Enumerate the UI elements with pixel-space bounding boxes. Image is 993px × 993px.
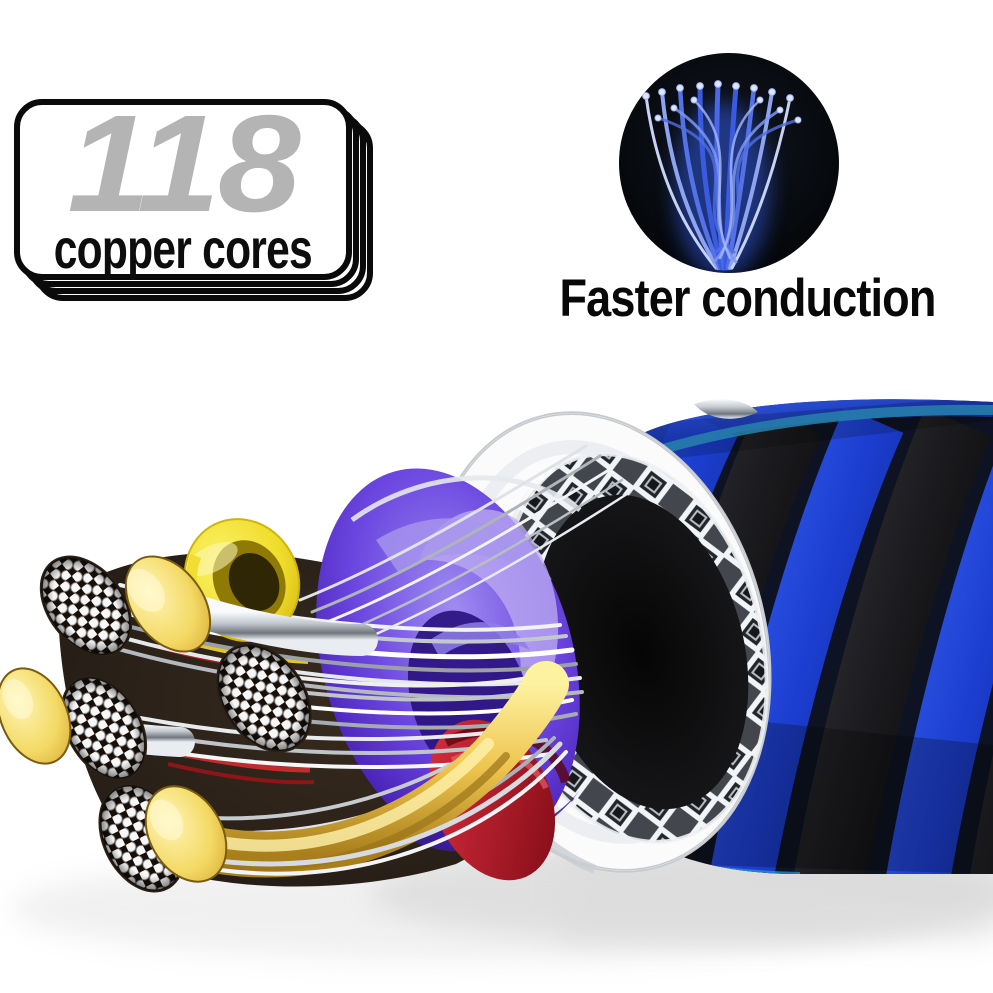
wire-bundle-gold — [144, 785, 228, 883]
cable-bore — [535, 494, 749, 810]
copper-cores-badge: 118 copper cores — [14, 87, 373, 301]
badge-label: copper cores — [53, 216, 313, 280]
badge-number: 118 — [67, 87, 300, 241]
shield-sliver — [694, 399, 758, 419]
wire-body-chrome — [184, 596, 378, 656]
faster-conduction-label: Faster conduction — [559, 269, 937, 328]
wire-bundle-stranded — [216, 643, 312, 753]
blue-fiber-bundle-icon — [619, 53, 839, 273]
badge-card: 118 copper cores — [14, 87, 352, 280]
wire-bundle-gold — [0, 667, 72, 765]
copper-strand-fans-front — [165, 444, 632, 876]
wire-bundle-gold — [124, 555, 212, 653]
wire-bundle-stranded — [60, 675, 148, 781]
wire-bundle-stranded — [39, 555, 133, 657]
gold-wire — [173, 661, 569, 878]
